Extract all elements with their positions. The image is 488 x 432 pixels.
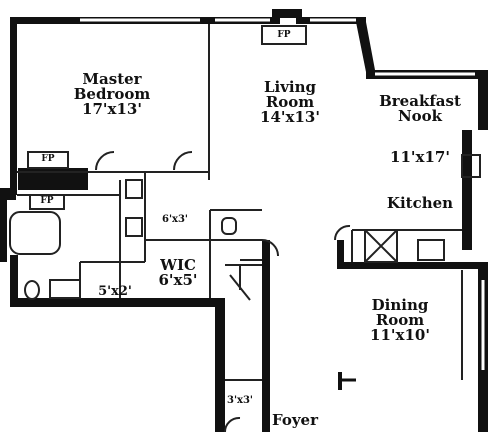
dining-room-name-2: Room xyxy=(375,311,425,329)
wic-dims: 6'x5' xyxy=(158,271,198,289)
master-bedroom-name-1: Master xyxy=(82,70,142,88)
dining-room-dims: 11'x10' xyxy=(370,326,430,344)
living-fireplace-label: FP xyxy=(277,30,291,40)
breakfast-nook-name-2: Nook xyxy=(397,107,443,125)
dining-room-name-1: Dining xyxy=(371,296,429,314)
wic-label: WIC 6'x5' xyxy=(148,258,208,288)
kitchen-dims: 11'x17' xyxy=(390,148,450,166)
master-bedroom-dims: 17'x13' xyxy=(82,100,142,118)
breakfast-nook-label: Breakfast Nook xyxy=(370,94,470,124)
living-room-name-2: Room xyxy=(265,93,315,111)
wic-name: WIC xyxy=(160,256,196,274)
master-bedroom-label: Master Bedroom 17'x13' xyxy=(62,72,162,117)
bath-fireplace-label: FP xyxy=(40,196,54,206)
closet-3x3-dims: 3'x3' xyxy=(226,395,253,406)
foyer-label: Foyer xyxy=(272,411,318,429)
living-room-dims: 14'x13' xyxy=(260,108,320,126)
living-room-name-1: Living xyxy=(263,78,317,96)
closet-5x2-dims: 5'x2' xyxy=(98,284,132,299)
breakfast-nook-name-1: Breakfast xyxy=(379,92,461,110)
closet-6x3-dims: 6'x3' xyxy=(161,214,188,225)
living-room-label: Living Room 14'x13' xyxy=(240,80,340,125)
master-bedroom-name-2: Bedroom xyxy=(73,85,151,103)
interior-walls xyxy=(9,18,485,432)
kitchen-name: Kitchen xyxy=(386,194,454,212)
dining-room-label: Dining Room 11'x10' xyxy=(350,298,450,343)
bedroom-fireplace-label: FP xyxy=(41,154,55,164)
